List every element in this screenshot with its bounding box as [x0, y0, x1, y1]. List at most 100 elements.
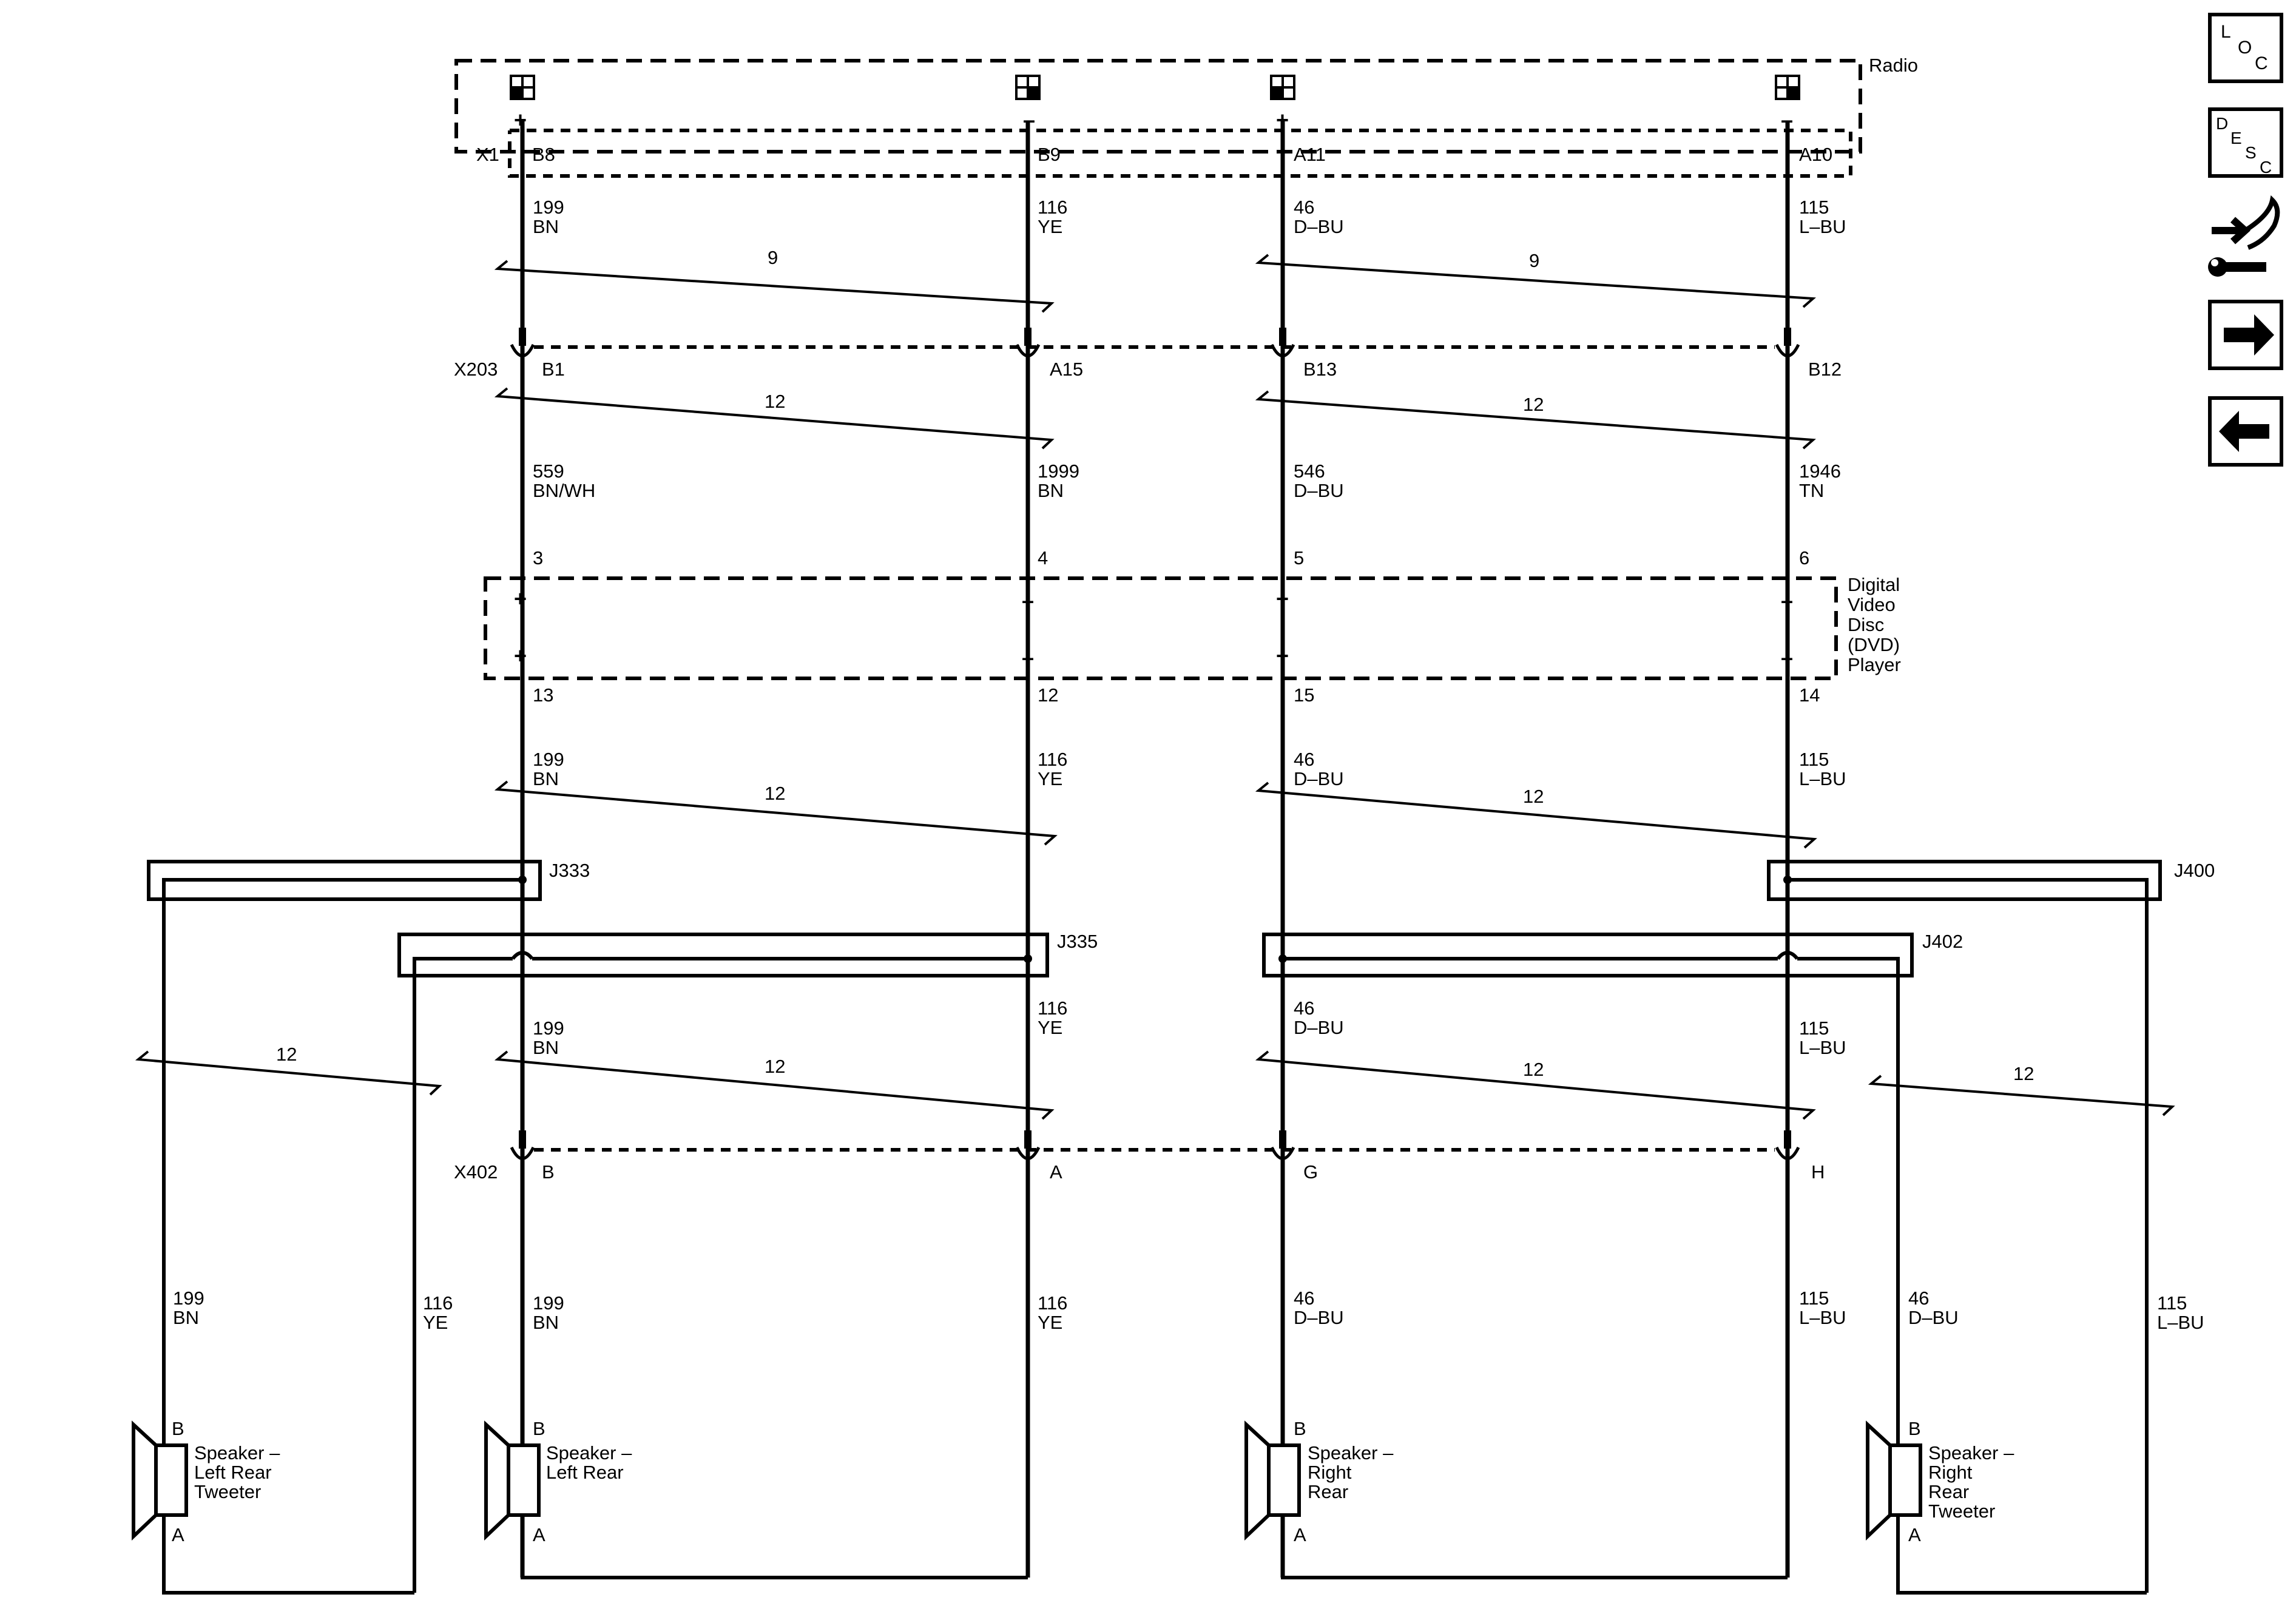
arrow-right-icon: [2224, 314, 2274, 356]
speaker-name-line: Speaker –: [1308, 1442, 1394, 1463]
wire-color: YE: [423, 1312, 448, 1333]
x402-pin: A: [1050, 1161, 1062, 1183]
wire-color: YE: [1038, 1312, 1062, 1333]
wire-circuit: 199: [533, 197, 564, 218]
loc-button[interactable]: L O C: [2208, 13, 2283, 83]
dvd-label-line: Digital: [1848, 574, 1900, 595]
audio-output-icon: [1775, 75, 1800, 100]
dvd-polarity: –: [1022, 645, 1034, 670]
dvd-label-line: Video: [1848, 594, 1896, 615]
dvd-out-pin: 12: [1038, 684, 1058, 706]
splice-label: J335: [1057, 931, 1098, 952]
wire-circuit: 115: [1799, 1018, 1829, 1039]
dvd-label-line: (DVD): [1848, 634, 1900, 655]
speaker-pin: A: [533, 1524, 545, 1545]
wire-circuit: 46: [1908, 1288, 1929, 1309]
speaker-name-line: Rear: [1308, 1481, 1348, 1502]
speaker-icon: [507, 1443, 541, 1517]
wire-circuit: 116: [1038, 197, 1067, 218]
desc-letter: E: [2230, 129, 2242, 147]
twist-line: [1868, 1075, 2175, 1116]
wire-circuit: 116: [1038, 998, 1067, 1019]
speaker-icon: [1267, 1443, 1301, 1517]
twist-line: [135, 1050, 442, 1096]
splice-j402: J402: [1262, 931, 1963, 1593]
wire-circuit: 46: [1294, 998, 1314, 1019]
twist-line: [1255, 1050, 1816, 1120]
wire-circuit: 559: [533, 461, 564, 482]
dvd-polarity: +: [514, 586, 527, 611]
wire-color: L–BU: [1799, 1037, 1846, 1058]
dvd-out-pin: 13: [533, 684, 553, 706]
wire-color: D–BU: [1294, 480, 1344, 501]
dvd-in-pin: 3: [533, 547, 543, 569]
x402-pin: G: [1303, 1161, 1318, 1183]
twist-count: 12: [2013, 1063, 2034, 1084]
splice-label: J333: [549, 860, 590, 881]
twisted-pair-markers: 9 9 12 12 12 12 12 12 12 12: [135, 247, 2175, 1120]
arrow-left-button[interactable]: [2208, 396, 2283, 467]
radio-polarity-4: –: [1781, 107, 1793, 132]
radio-component: Radio X1 B8 B9 A11 A10 + – + –: [454, 55, 1918, 178]
twist-count: 12: [276, 1044, 297, 1065]
wire-color: YE: [1038, 768, 1062, 789]
wire-color: L–BU: [1799, 768, 1846, 789]
connector-wrench-icon[interactable]: [2208, 195, 2280, 277]
radio-connector-label: X1: [476, 144, 499, 165]
radio-out-wire-labels: 199 BN 116 YE 46 D–BU 115 L–BU: [533, 197, 1846, 237]
audio-output-icon: [1015, 75, 1041, 100]
radio-pin-2: B9: [1038, 144, 1061, 165]
audio-output-icon: [1270, 75, 1295, 100]
loc-letter: C: [2255, 53, 2268, 73]
radio-outline: [454, 59, 1862, 154]
wire-circuit: 115: [1799, 1288, 1829, 1309]
speaker-name-line: Tweeter: [194, 1481, 261, 1502]
twist-count: 12: [1523, 394, 1544, 415]
twist-line: [1255, 390, 1816, 450]
speaker-right-rear: B A Speaker – Right Rear: [1244, 1418, 1394, 1545]
wire-color: L–BU: [2157, 1312, 2204, 1333]
wire-circuit: 1946: [1799, 461, 1841, 482]
dvd-polarity: –: [1022, 588, 1034, 613]
wire-circuit: 115: [2157, 1292, 2187, 1314]
dvd-polarity: +: [1276, 643, 1289, 668]
speaker-pin: B: [1294, 1418, 1306, 1439]
dvd-in-pin: 4: [1038, 547, 1048, 569]
wire-circuit: 116: [1038, 1292, 1067, 1314]
dvd-out-wire-labels: 199 BN 116 YE 46 D–BU 115 L–BU: [533, 749, 1846, 789]
loc-letter: L: [2221, 22, 2231, 42]
wire-circuit: 546: [1294, 461, 1325, 482]
arrow-right-button[interactable]: [2208, 300, 2283, 370]
splice-j400: J400: [1767, 860, 2215, 1593]
twist-count: 12: [765, 1056, 785, 1077]
wire-circuit: 199: [533, 1018, 564, 1039]
twist-count: 12: [1523, 1059, 1544, 1080]
speaker-name-line: Speaker –: [546, 1442, 632, 1463]
splice-j335: J335: [397, 931, 1098, 1593]
splice-label: J400: [2174, 860, 2215, 881]
loc-letter: O: [2238, 38, 2252, 58]
desc-button[interactable]: D E S C: [2208, 107, 2283, 178]
twist-count: 12: [765, 783, 785, 804]
wire-circuit: 46: [1294, 1288, 1314, 1309]
dvd-polarity: +: [1276, 586, 1289, 611]
radio-label: Radio: [1869, 55, 1918, 76]
wire-color: D–BU: [1294, 216, 1344, 237]
wire-color: L–BU: [1799, 216, 1846, 237]
wire-circuit: 116: [1038, 749, 1067, 770]
twist-count: 9: [1529, 250, 1539, 271]
wire-circuit: 46: [1294, 197, 1314, 218]
speaker-left-rear-tweeter: B A Speaker – Left Rear Tweeter: [132, 1418, 280, 1545]
dvd-out-pin: 15: [1294, 684, 1314, 706]
speaker-icon: [154, 1443, 188, 1517]
radio-pin-3: A11: [1294, 144, 1326, 165]
twist-count: 12: [765, 391, 785, 412]
speaker-return-wires: [162, 1529, 2147, 1595]
x203-wire-labels: 559 BN/WH 1999 BN 546 D–BU 1946 TN: [533, 461, 1841, 501]
x203-label: X203: [454, 359, 498, 380]
audio-output-icon: [510, 75, 535, 100]
twist-count: 9: [768, 247, 778, 268]
speaker-name-line: Left Rear: [546, 1462, 624, 1483]
wire-circuit: 115: [1799, 749, 1829, 770]
wire-circuit: 116: [423, 1292, 453, 1314]
